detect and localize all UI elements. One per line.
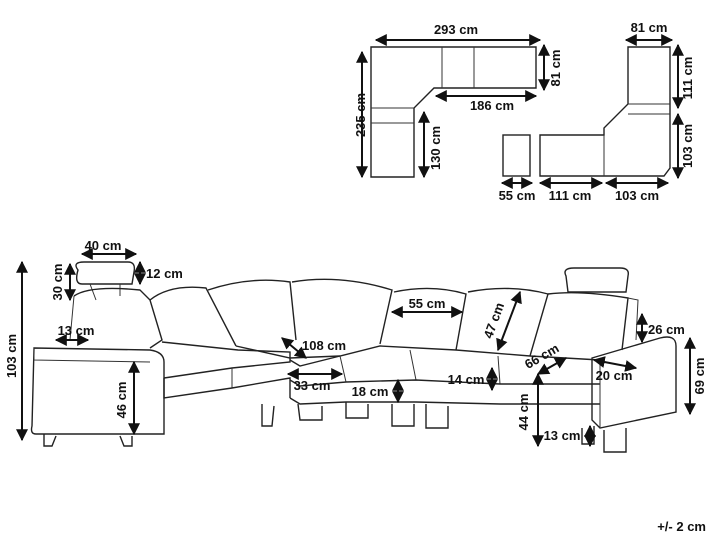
dim-55b-label: 55 cm xyxy=(409,296,446,311)
dim-69-label: 69 cm xyxy=(692,358,707,395)
sofa-outline xyxy=(30,261,677,453)
dim-13b-label: 13 cm xyxy=(544,428,581,443)
dim-66-arrow xyxy=(536,357,568,375)
plan-right-outline xyxy=(502,46,671,177)
dim-33-label: 33 cm xyxy=(294,378,331,393)
dim-293-label: 293 cm xyxy=(434,22,478,37)
dim-130-label: 130 cm xyxy=(428,126,443,170)
dim-103b-label: 103 cm xyxy=(615,188,659,203)
dim-26-label: 26 cm xyxy=(648,322,685,337)
dim-14-label: 14 cm xyxy=(448,372,485,387)
dim-111a-label: 111 cm xyxy=(680,57,695,100)
dim-186-label: 186 cm xyxy=(470,98,514,113)
dim-18-label: 18 cm xyxy=(352,384,389,399)
dim-108-label: 108 cm xyxy=(302,338,346,353)
dim-47-arrow xyxy=(496,290,522,352)
dim-66-label: 66 cm xyxy=(522,340,561,371)
plan-left-outline xyxy=(370,46,537,178)
dim-111b-label: 111 cm xyxy=(549,188,592,203)
dim-12-label: 12 cm xyxy=(146,266,183,281)
dim-46-label: 46 cm xyxy=(114,382,129,419)
tolerance-note: +/- 2 cm xyxy=(657,519,706,534)
dim-108-arrow xyxy=(281,337,307,359)
dim-103-label: 103 cm xyxy=(4,334,19,378)
dim-20-label: 20 cm xyxy=(596,368,633,383)
dim-30-label: 30 cm xyxy=(50,264,65,301)
dim-81b-label: 81 cm xyxy=(631,20,668,35)
dim-44-label: 44 cm xyxy=(516,394,531,431)
dim-13a-label: 13 cm xyxy=(58,323,95,338)
dim-103a-label: 103 cm xyxy=(680,124,695,168)
dim-81-label: 81 cm xyxy=(548,50,563,87)
dim-20-arrow xyxy=(592,356,638,372)
dim-235-label: 235 cm xyxy=(353,93,368,137)
dim-55a-label: 55 cm xyxy=(499,188,536,203)
dim-40-label: 40 cm xyxy=(85,238,122,253)
